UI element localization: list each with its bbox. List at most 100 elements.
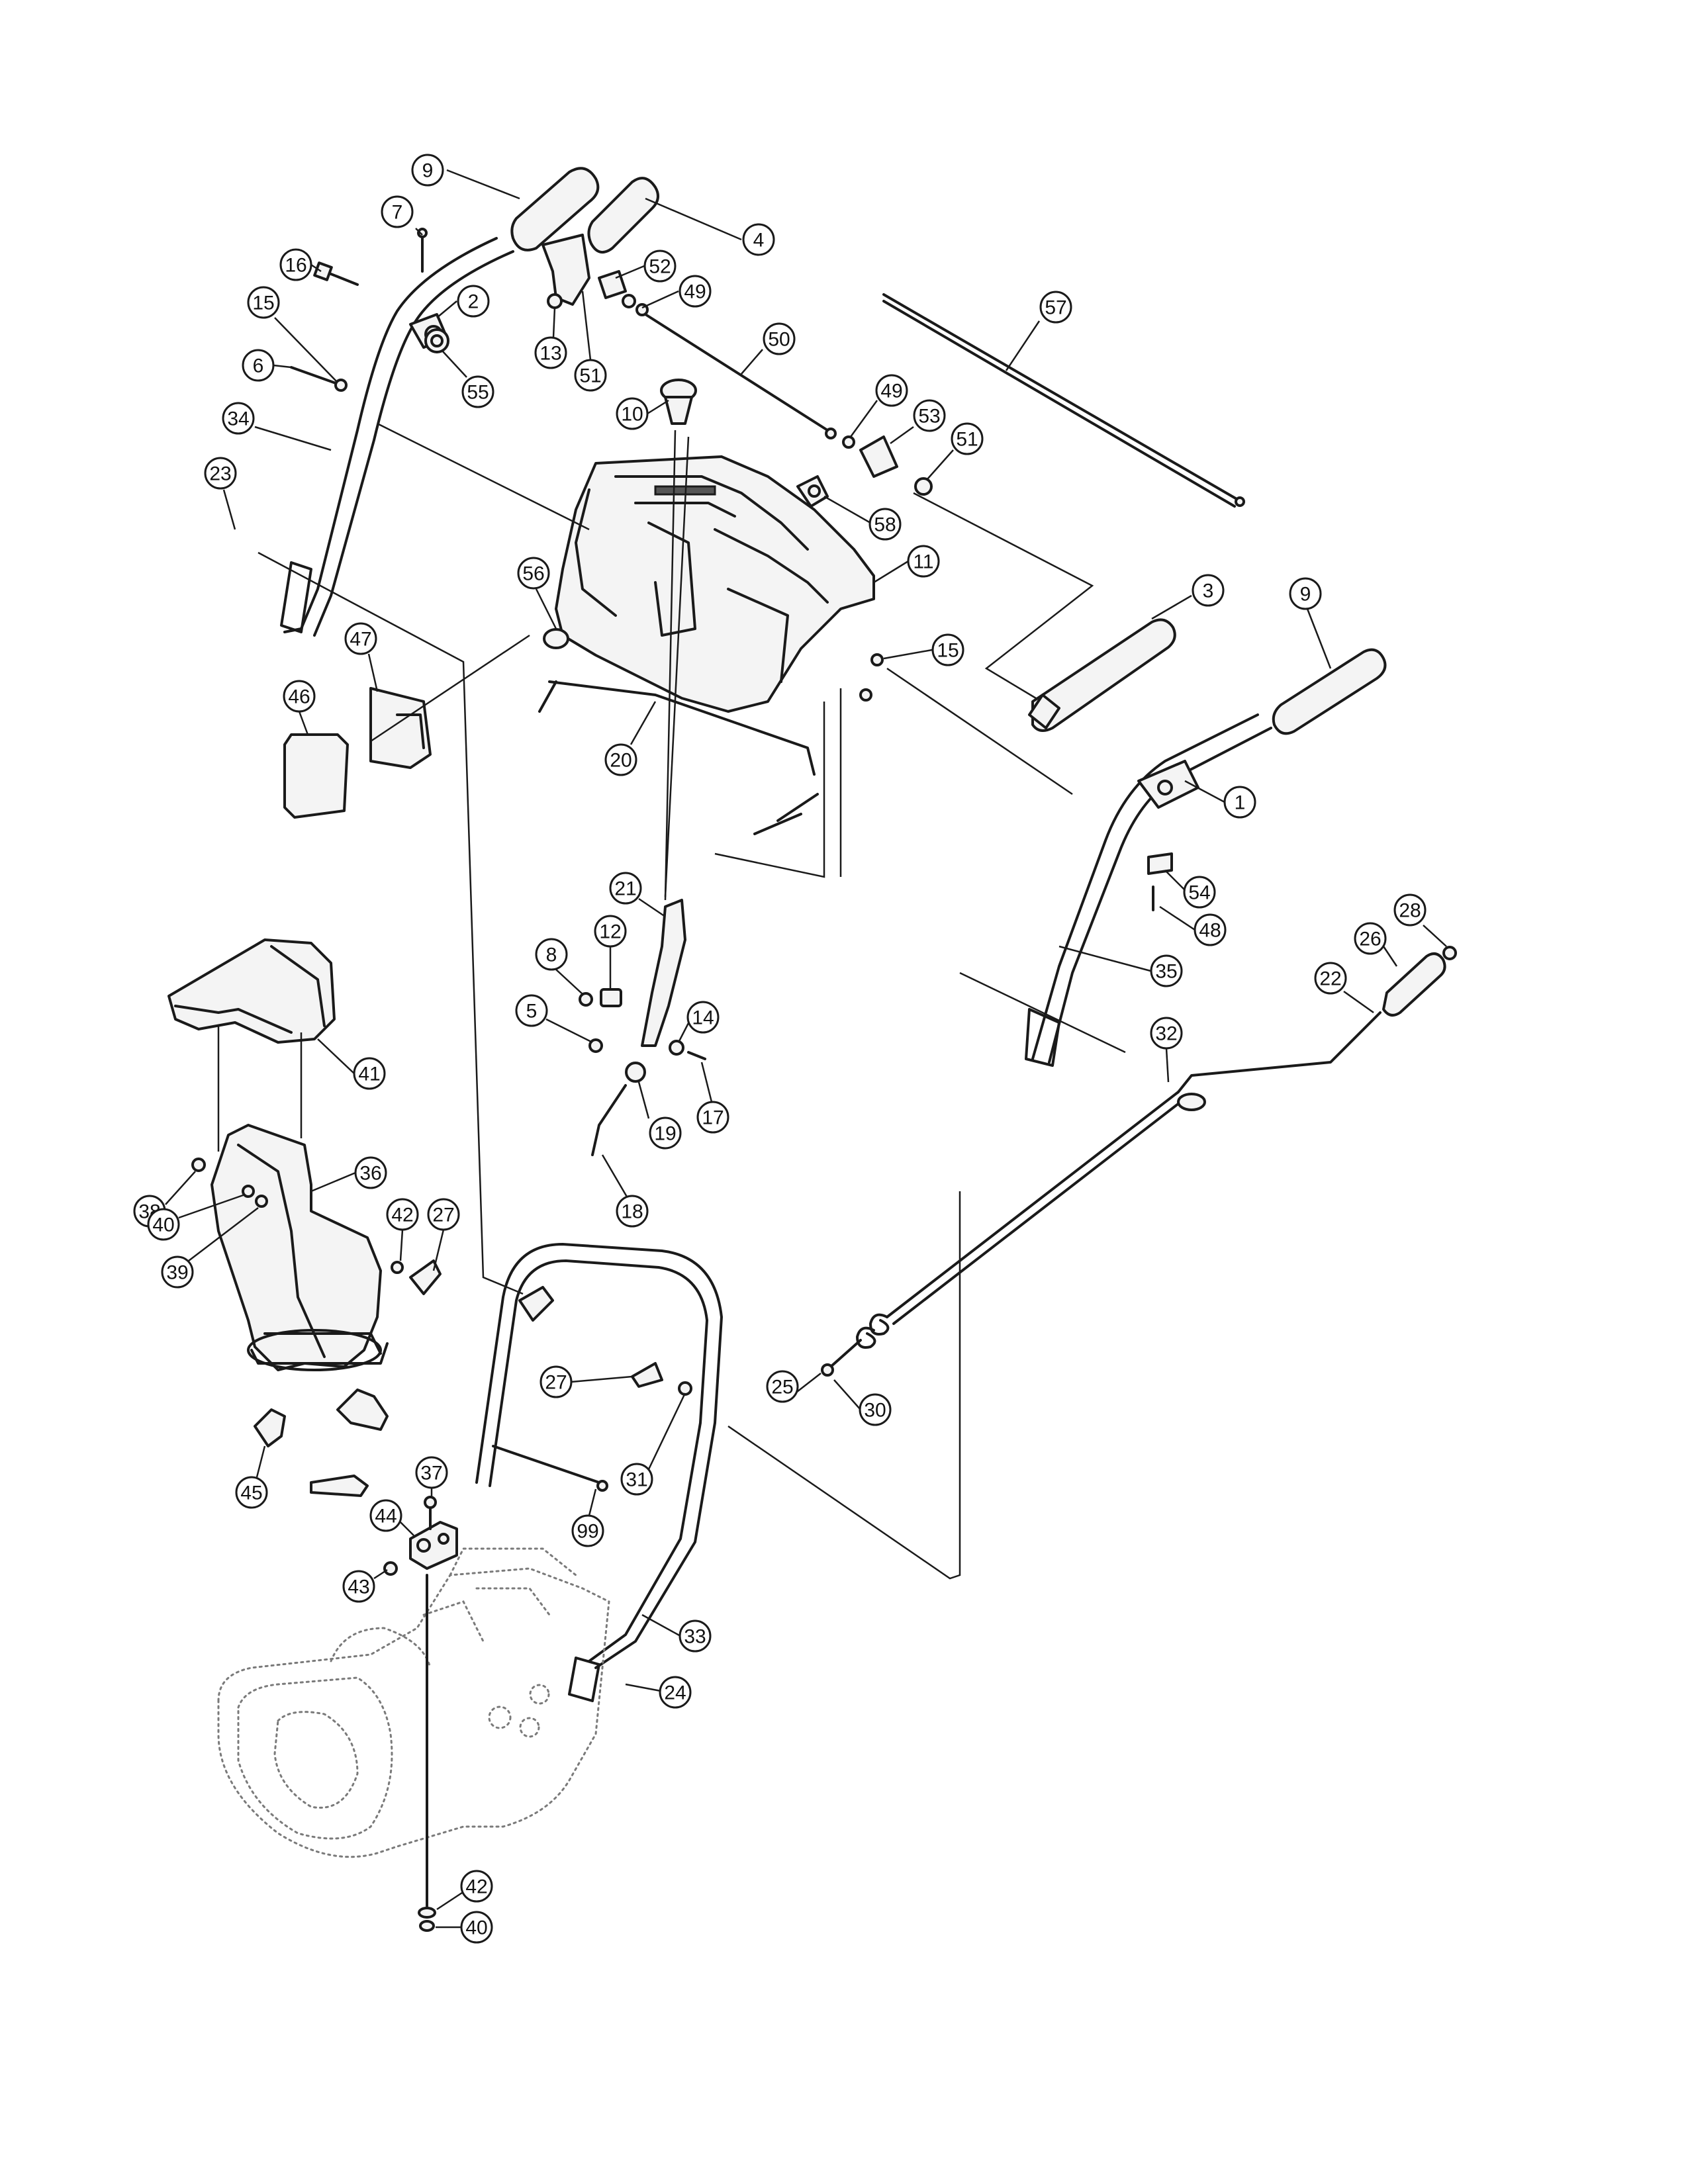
callout-31: 31 xyxy=(620,1392,686,1496)
svg-text:25: 25 xyxy=(771,1377,793,1398)
bolt-16 xyxy=(313,261,359,286)
grip-26 xyxy=(1382,952,1446,1017)
washers-15-right xyxy=(859,653,884,702)
svg-text:5: 5 xyxy=(526,1001,538,1023)
cable-50 xyxy=(644,313,837,439)
svg-text:40: 40 xyxy=(465,1917,487,1939)
svg-text:34: 34 xyxy=(227,408,249,430)
svg-text:39: 39 xyxy=(166,1262,188,1284)
chute-36 xyxy=(211,1124,389,1371)
svg-text:11: 11 xyxy=(913,551,933,573)
bolt-6 xyxy=(290,366,348,392)
spiral-25-30 xyxy=(821,1313,890,1377)
callout-35: 35 xyxy=(1058,945,1183,987)
callout-51-a: 51 xyxy=(574,291,607,392)
callout-58: 58 xyxy=(823,495,902,541)
svg-text:15: 15 xyxy=(937,640,959,662)
callout-19: 19 xyxy=(637,1081,682,1150)
callout-10: 10 xyxy=(616,397,669,430)
callout-45: 45 xyxy=(235,1445,268,1509)
svg-text:18: 18 xyxy=(621,1201,643,1223)
callout-51-b: 51 xyxy=(926,422,984,480)
svg-text:45: 45 xyxy=(240,1482,262,1504)
callout-37: 37 xyxy=(415,1456,448,1497)
svg-text:46: 46 xyxy=(288,686,310,708)
svg-text:44: 44 xyxy=(375,1506,397,1527)
svg-text:30: 30 xyxy=(864,1400,886,1422)
svg-text:14: 14 xyxy=(692,1007,714,1029)
callout-5: 5 xyxy=(515,994,593,1044)
svg-text:52: 52 xyxy=(649,256,671,278)
callout-12: 12 xyxy=(594,915,627,989)
callout-57: 57 xyxy=(1005,291,1072,371)
callout-46: 46 xyxy=(283,680,316,735)
small-parts-8-12-5-14-17-19-18 xyxy=(579,988,706,1156)
callout-21: 21 xyxy=(609,872,666,918)
callout-14: 14 xyxy=(677,1001,720,1043)
svg-text:36: 36 xyxy=(359,1163,381,1185)
svg-text:43: 43 xyxy=(348,1576,369,1598)
parts-drawing xyxy=(167,167,1457,1932)
callout-24: 24 xyxy=(625,1676,692,1709)
svg-text:22: 22 xyxy=(1319,968,1341,990)
callout-50: 50 xyxy=(741,322,796,375)
callout-22: 22 xyxy=(1314,962,1374,1014)
bracket-44 xyxy=(383,1496,458,1576)
callout-42-b: 42 xyxy=(436,1870,493,1911)
svg-text:2: 2 xyxy=(468,291,479,313)
callout-11: 11 xyxy=(873,545,940,584)
callout-28: 28 xyxy=(1393,893,1447,947)
svg-text:41: 41 xyxy=(358,1064,380,1085)
lower-handle-33 xyxy=(475,1243,723,1702)
svg-text:15: 15 xyxy=(252,293,274,314)
callout-23: 23 xyxy=(204,457,237,530)
callout-40-b: 40 xyxy=(436,1911,493,1944)
callout-25: 25 xyxy=(766,1370,821,1403)
svg-text:47: 47 xyxy=(350,629,371,651)
bulb-56 xyxy=(543,628,569,649)
dashboard-panel-11 xyxy=(555,455,875,713)
callout-27-b: 27 xyxy=(539,1365,633,1398)
callout-41: 41 xyxy=(317,1038,386,1090)
svg-text:31: 31 xyxy=(626,1469,647,1491)
pin-7 xyxy=(417,228,428,273)
svg-text:51: 51 xyxy=(956,429,978,451)
callout-8: 8 xyxy=(535,938,583,995)
wire-harness-20 xyxy=(538,680,819,835)
callout-4: 4 xyxy=(645,197,775,256)
callout-54: 54 xyxy=(1164,870,1216,909)
grip-9-left xyxy=(510,167,600,251)
svg-text:3: 3 xyxy=(1203,580,1214,602)
upper-handle-right-35 xyxy=(1025,713,1272,1067)
svg-text:7: 7 xyxy=(392,202,403,224)
callout-32: 32 xyxy=(1150,1017,1183,1083)
svg-text:57: 57 xyxy=(1045,297,1066,319)
callout-26: 26 xyxy=(1354,922,1398,967)
svg-text:24: 24 xyxy=(664,1682,686,1704)
svg-text:27: 27 xyxy=(545,1372,567,1394)
plate-21 xyxy=(641,899,686,1047)
callout-13: 13 xyxy=(534,307,567,369)
svg-text:28: 28 xyxy=(1399,900,1421,922)
clips-45 xyxy=(254,1388,389,1497)
callout-49-a: 49 xyxy=(641,275,712,309)
svg-text:9: 9 xyxy=(1300,584,1311,606)
callout-2: 2 xyxy=(436,285,490,318)
svg-text:99: 99 xyxy=(577,1521,598,1543)
callout-47: 47 xyxy=(344,622,379,692)
svg-text:58: 58 xyxy=(874,514,896,536)
svg-text:55: 55 xyxy=(467,382,489,404)
svg-text:51: 51 xyxy=(579,365,601,387)
clip-54 xyxy=(1147,852,1173,875)
svg-text:21: 21 xyxy=(614,878,636,900)
svg-text:19: 19 xyxy=(654,1123,676,1145)
callout-3: 3 xyxy=(1151,574,1225,620)
bottom-hardware xyxy=(418,1574,436,1932)
bracket-47 xyxy=(369,687,432,769)
callout-20: 20 xyxy=(604,701,657,776)
callout-9-a: 9 xyxy=(411,154,520,200)
callout-15-b: 15 xyxy=(883,633,964,666)
svg-text:9: 9 xyxy=(422,160,434,182)
